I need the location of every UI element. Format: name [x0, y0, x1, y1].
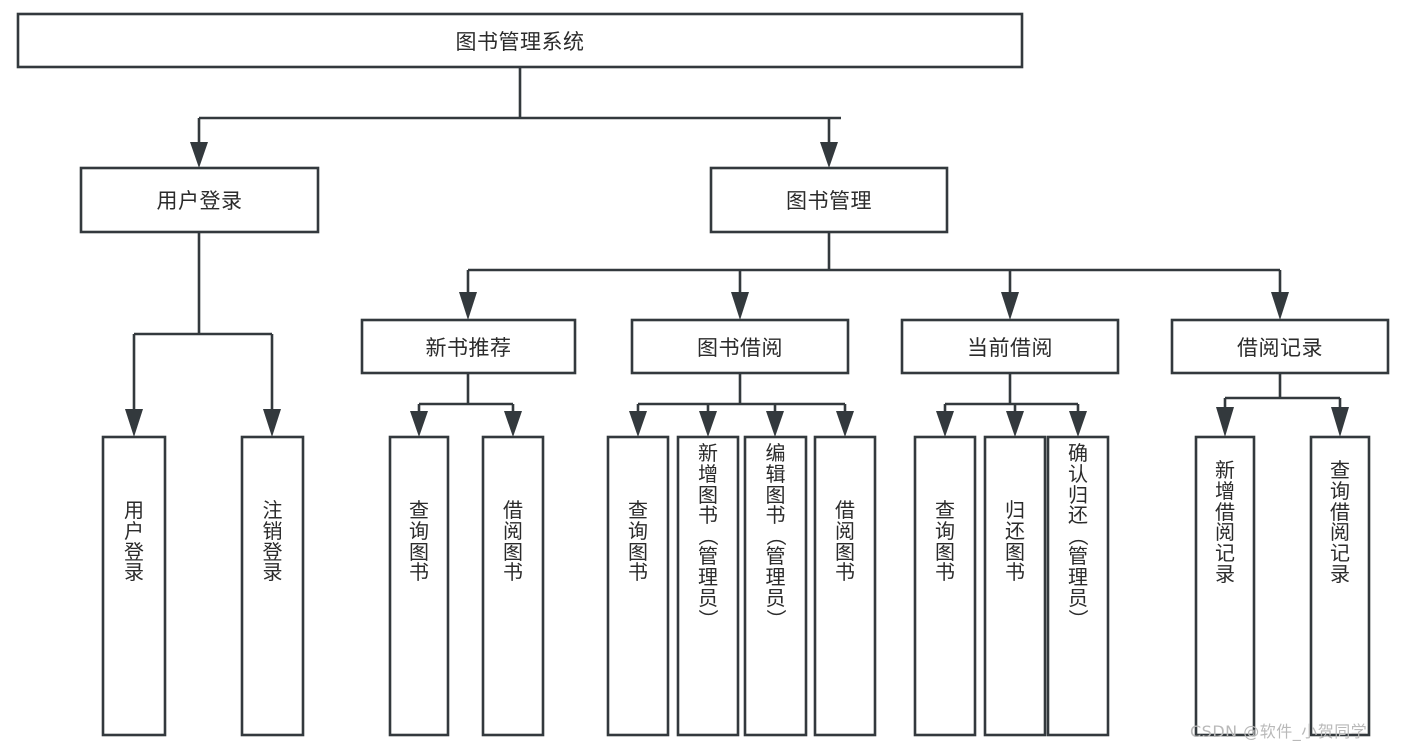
arrow-head-leaf-add-record: [1216, 407, 1234, 437]
arrow-head-current-borrow: [1001, 292, 1019, 320]
csdn-watermark: CSDN @软件_小贺同学: [1190, 722, 1368, 741]
node-box-leaf-query-record[interactable]: [1309, 435, 1371, 737]
node-box-leaf-add-record[interactable]: [1194, 435, 1256, 737]
node-box-user-login[interactable]: [79, 166, 320, 234]
arrow-head-leaf-confirm-return: [1069, 411, 1087, 437]
node-box-leaf-edit-book[interactable]: [743, 435, 808, 737]
arrow-head-leaf-add-book: [699, 411, 717, 437]
arrow-head-book-manage: [820, 142, 838, 168]
node-box-leaf-return-book[interactable]: [983, 435, 1047, 737]
arrow-head-leaf-borrow-book-1: [504, 411, 522, 437]
arrow-head-leaf-query-record: [1331, 407, 1349, 437]
edge-group-book-borrow: [629, 373, 854, 437]
node-box-leaf-confirm-return[interactable]: [1046, 435, 1110, 737]
arrow-head-user-login: [190, 142, 208, 168]
node-box-leaf-add-book[interactable]: [676, 435, 740, 737]
edge-group-new-book-recommend: [410, 373, 522, 437]
arrow-head-new-book-recommend: [459, 292, 477, 320]
node-box-book-manage[interactable]: [709, 166, 949, 234]
node-box-leaf-borrow-book-2[interactable]: [813, 435, 877, 737]
node-box-leaf-borrow-book-1[interactable]: [481, 435, 545, 737]
edge-group-user-login: [125, 232, 281, 437]
node-box-borrow-record[interactable]: [1170, 318, 1390, 375]
node-box-book-borrow[interactable]: [630, 318, 850, 375]
node-box-new-book-recommend[interactable]: [360, 318, 577, 375]
arrow-head-book-borrow: [731, 292, 749, 320]
arrow-head-leaf-query-book-2: [629, 411, 647, 437]
arrow-head-borrow-record: [1271, 292, 1289, 320]
node-box-leaf-query-book-2[interactable]: [606, 435, 670, 737]
arrow-head-leaf-edit-book: [766, 411, 784, 437]
node-box-leaf-logout[interactable]: [240, 435, 305, 737]
edge-group-root: [190, 67, 841, 168]
arrow-head-leaf-return-book: [1006, 411, 1024, 437]
arrow-head-leaf-logout: [263, 409, 281, 437]
arrow-head-leaf-query-book-3: [936, 411, 954, 437]
node-box-current-borrow[interactable]: [900, 318, 1120, 375]
edge-group-book-manage: [459, 232, 1289, 320]
node-box-leaf-query-book-3[interactable]: [913, 435, 977, 737]
arrow-head-leaf-query-book-1: [410, 411, 428, 437]
edge-group-borrow-record: [1216, 373, 1349, 437]
arrow-head-leaf-user-login: [125, 409, 143, 437]
node-box-leaf-user-login[interactable]: [101, 435, 167, 737]
node-box-root[interactable]: [16, 12, 1024, 69]
edge-group-current-borrow: [936, 373, 1087, 437]
node-box-leaf-query-book-1[interactable]: [388, 435, 450, 737]
arrow-head-leaf-borrow-book-2: [836, 411, 854, 437]
